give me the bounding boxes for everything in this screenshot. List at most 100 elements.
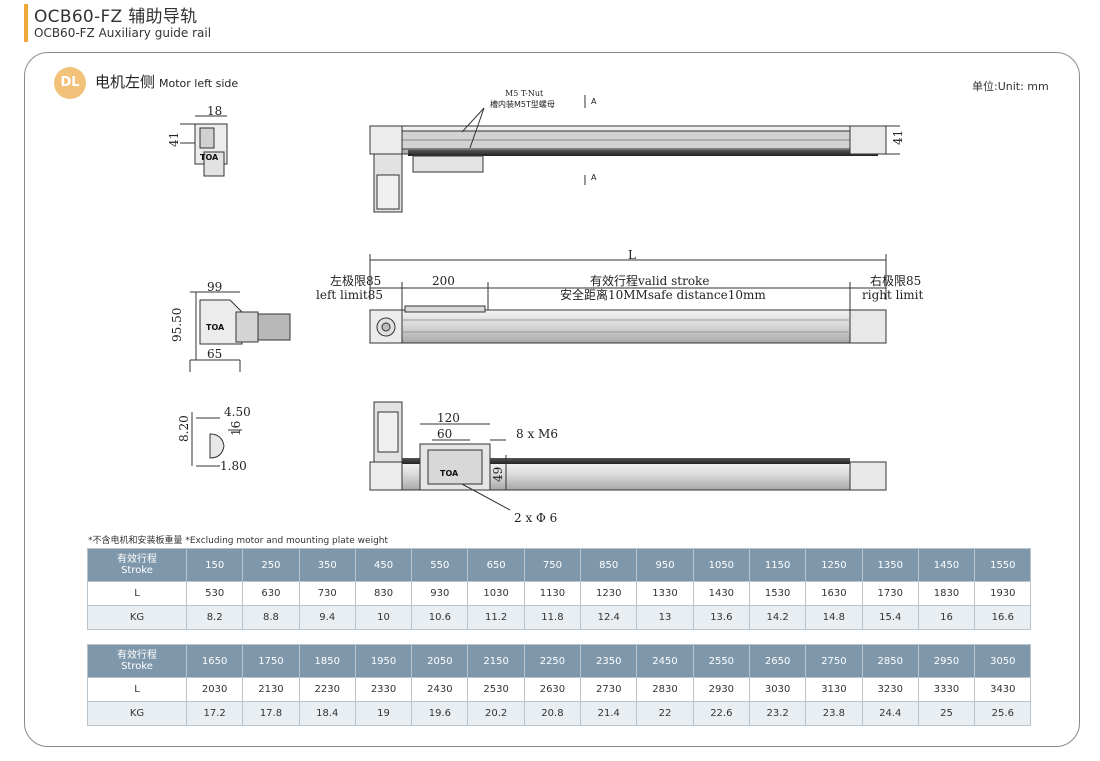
table-cell: 830 bbox=[354, 581, 413, 606]
dim-95-50: 95.50 bbox=[170, 308, 184, 342]
table-cell: 23.2 bbox=[748, 701, 807, 726]
table-cell: 8.2 bbox=[185, 605, 244, 630]
dim-49: 49 bbox=[491, 467, 505, 482]
stroke-label: 有效行程valid stroke bbox=[590, 273, 709, 288]
table-cell: 2330 bbox=[354, 677, 413, 702]
table-cell: 2130 bbox=[242, 677, 300, 702]
table-cell: 10.6 bbox=[411, 605, 469, 630]
section-badge: DL bbox=[54, 67, 86, 99]
table-cell: 3050 bbox=[974, 644, 1032, 678]
table-cell: 19 bbox=[354, 701, 413, 726]
technical-drawing: M5 T-Nut 槽内装M5T型螺母 A A 41 18 41 TOA L 左极… bbox=[167, 89, 924, 525]
tnut-label-2: 槽内装M5T型螺母 bbox=[490, 99, 555, 109]
table-cell: 2150 bbox=[467, 644, 525, 678]
table-cell: 250 bbox=[242, 548, 300, 582]
table-cell: 2750 bbox=[805, 644, 863, 678]
table-cell: 2250 bbox=[523, 644, 582, 678]
table-cell: 1550 bbox=[974, 548, 1032, 582]
table-cell: 1350 bbox=[861, 548, 919, 582]
table-cell: 2950 bbox=[917, 644, 976, 678]
table-cell: 1950 bbox=[354, 644, 413, 678]
dim-8-20: 8.20 bbox=[177, 415, 191, 442]
table-cell: 3130 bbox=[805, 677, 863, 702]
end-view-2 bbox=[189, 291, 291, 372]
tnut-detail bbox=[191, 412, 242, 467]
header-accent-bar bbox=[24, 4, 28, 42]
table-cell: 1930 bbox=[974, 581, 1032, 606]
front-view bbox=[369, 401, 887, 511]
dim-18: 18 bbox=[207, 104, 222, 118]
table-cell: 18.4 bbox=[298, 701, 356, 726]
table-cell: 530 bbox=[185, 581, 244, 606]
dim-41-left: 41 bbox=[167, 132, 181, 147]
table-cell: 3230 bbox=[861, 677, 919, 702]
end-view-1 bbox=[180, 115, 228, 177]
table-cell: 1630 bbox=[805, 581, 863, 606]
table-cell: 3430 bbox=[974, 677, 1032, 702]
logo-1: TOA bbox=[200, 153, 219, 162]
section-title-en: Motor left side bbox=[159, 77, 239, 90]
unit-label: 单位:Unit: mm bbox=[972, 80, 1049, 93]
table-cell: 2630 bbox=[523, 677, 582, 702]
table-cell: 23.8 bbox=[805, 701, 863, 726]
table-cell: 1430 bbox=[692, 581, 750, 606]
table-cell: 14.8 bbox=[805, 605, 863, 630]
table-cell: 11.8 bbox=[523, 605, 582, 630]
table-cell: 9.4 bbox=[298, 605, 356, 630]
table-cell: 25.6 bbox=[974, 701, 1032, 726]
right-limit-en: right limit bbox=[862, 288, 924, 302]
table-cell: 11.2 bbox=[467, 605, 525, 630]
table-cell: 25 bbox=[917, 701, 976, 726]
table-cell: 15.4 bbox=[861, 605, 919, 630]
table-cell: 450 bbox=[354, 548, 413, 582]
table-cell: 22.6 bbox=[692, 701, 750, 726]
table-cell: 750 bbox=[523, 548, 582, 582]
dim-200: 200 bbox=[432, 274, 455, 288]
table-cell: 1030 bbox=[467, 581, 525, 606]
table-cell: 2450 bbox=[636, 644, 694, 678]
table-cell: 17.8 bbox=[242, 701, 300, 726]
table-cell: 20.2 bbox=[467, 701, 525, 726]
table-cell: 2030 bbox=[185, 677, 244, 702]
left-limit-en: left limit85 bbox=[316, 288, 383, 302]
table-cell: 12.4 bbox=[580, 605, 638, 630]
l-label-cell: L bbox=[87, 677, 187, 702]
table-cell: 930 bbox=[411, 581, 469, 606]
table-cell: 1830 bbox=[917, 581, 976, 606]
table-cell: 22 bbox=[636, 701, 694, 726]
logo-3: TOA bbox=[440, 469, 459, 478]
table-cell: 850 bbox=[580, 548, 638, 582]
table-cell: 730 bbox=[298, 581, 356, 606]
dim-60: 60 bbox=[437, 427, 452, 441]
page-subtitle: OCB60-FZ Auxiliary guide rail bbox=[34, 26, 212, 40]
table-cell: 1050 bbox=[692, 548, 750, 582]
dim-L: L bbox=[628, 248, 636, 262]
section-title-cn: 电机左侧 bbox=[95, 73, 156, 91]
table-cell: 950 bbox=[636, 548, 694, 582]
table-cell: 2830 bbox=[636, 677, 694, 702]
safe-distance-label: 安全距离10MMsafe distance10mm bbox=[560, 287, 766, 302]
table-cell: 150 bbox=[185, 548, 244, 582]
table-cell: 2730 bbox=[580, 677, 638, 702]
table-cell: 550 bbox=[411, 548, 469, 582]
dim-41-right: 41 bbox=[891, 130, 905, 145]
kg-label-cell: KG bbox=[87, 701, 187, 726]
table-cell: 14.2 bbox=[748, 605, 807, 630]
table-cell: 2350 bbox=[580, 644, 638, 678]
table-cell: 1330 bbox=[636, 581, 694, 606]
table-cell: 350 bbox=[298, 548, 356, 582]
table-cell: 2050 bbox=[411, 644, 469, 678]
right-limit-cn: 右极限85 bbox=[870, 273, 921, 288]
logo-2: TOA bbox=[206, 323, 225, 332]
table-cell: 2850 bbox=[861, 644, 919, 678]
section-mark-bottom: A bbox=[591, 173, 597, 182]
table-cell: 24.4 bbox=[861, 701, 919, 726]
